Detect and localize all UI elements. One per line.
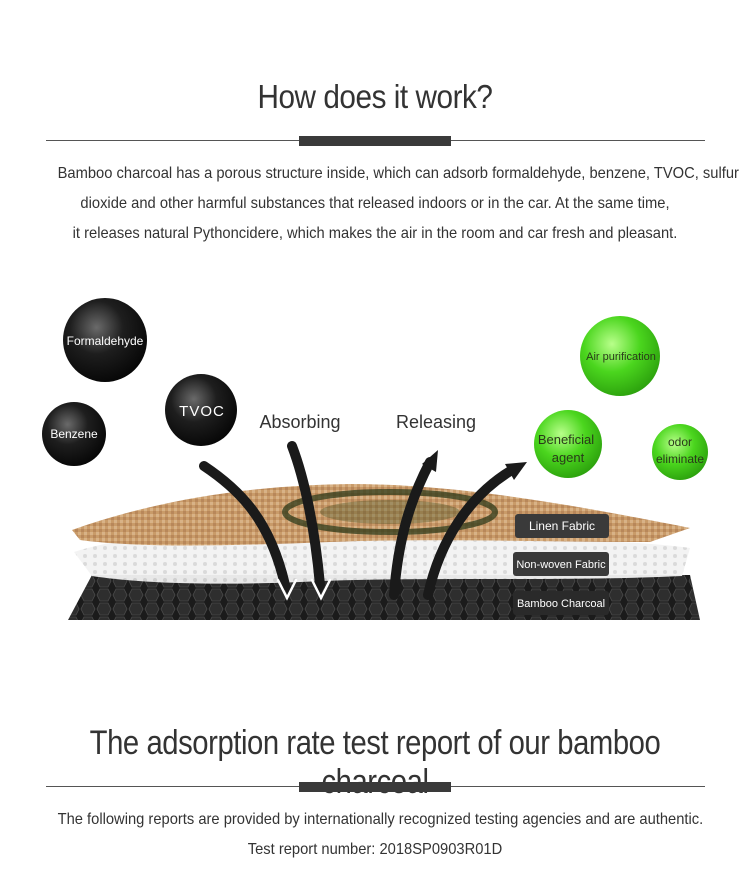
intro-line-1: Bamboo charcoal has a porous structure i… (57, 165, 739, 182)
releasing-arrows (389, 450, 527, 600)
section-title-how-it-works: How does it work? (257, 78, 493, 115)
svg-text:Non-woven Fabric: Non-woven Fabric (516, 559, 606, 571)
benefit-label-air: Air purification (586, 351, 656, 363)
benefit-label-agent-2: agent (552, 450, 585, 465)
intro-line-2: dioxide and other harmful substances tha… (80, 195, 670, 212)
report-paragraph: The following reports are provided by in… (57, 805, 704, 865)
layer-label-non-woven: Non-woven Fabric (513, 552, 609, 576)
layer-label-linen: Linen Fabric (515, 514, 609, 538)
benefit-label-agent-1: Beneficial (538, 432, 594, 447)
pollutant-label-formaldehyde: Formaldehyde (67, 334, 144, 348)
benefit-beneficial-agent: Beneficial agent (534, 410, 602, 478)
pollutant-formaldehyde: Formaldehyde (63, 298, 147, 382)
report-line-1: The following reports are provided by in… (57, 811, 704, 828)
pollutant-tvoc: TVOC (165, 374, 237, 446)
svg-text:Linen Fabric: Linen Fabric (529, 519, 595, 533)
svg-text:Bamboo Charcoal: Bamboo Charcoal (517, 598, 605, 610)
title-divider-bar (299, 136, 451, 146)
absorbing-label: Absorbing (259, 412, 340, 432)
benefit-air-purification: Air purification (580, 316, 660, 396)
bamboo-charcoal-layer-diagram: Formaldehyde Benzene TVOC Absorbing Rele… (42, 298, 708, 620)
intro-paragraph: Bamboo charcoal has a porous structure i… (57, 159, 739, 249)
absorbing-arrows (199, 441, 332, 601)
pollutant-label-benzene: Benzene (50, 427, 98, 441)
report-number: Test report number: 2018SP0903R01D (247, 841, 503, 858)
pollutant-benzene: Benzene (42, 402, 106, 466)
layer-label-bamboo-charcoal: Bamboo Charcoal (513, 591, 609, 615)
report-title-divider-bar (299, 782, 451, 792)
intro-line-3: it releases natural Pythoncidere, which … (72, 225, 678, 242)
releasing-label: Releasing (396, 412, 476, 432)
benefit-label-odor-1: odor (668, 435, 692, 449)
benefit-odor-eliminate: odor eliminate (652, 424, 708, 480)
pollutant-label-tvoc: TVOC (179, 403, 225, 420)
benefit-label-odor-2: eliminate (656, 452, 704, 466)
